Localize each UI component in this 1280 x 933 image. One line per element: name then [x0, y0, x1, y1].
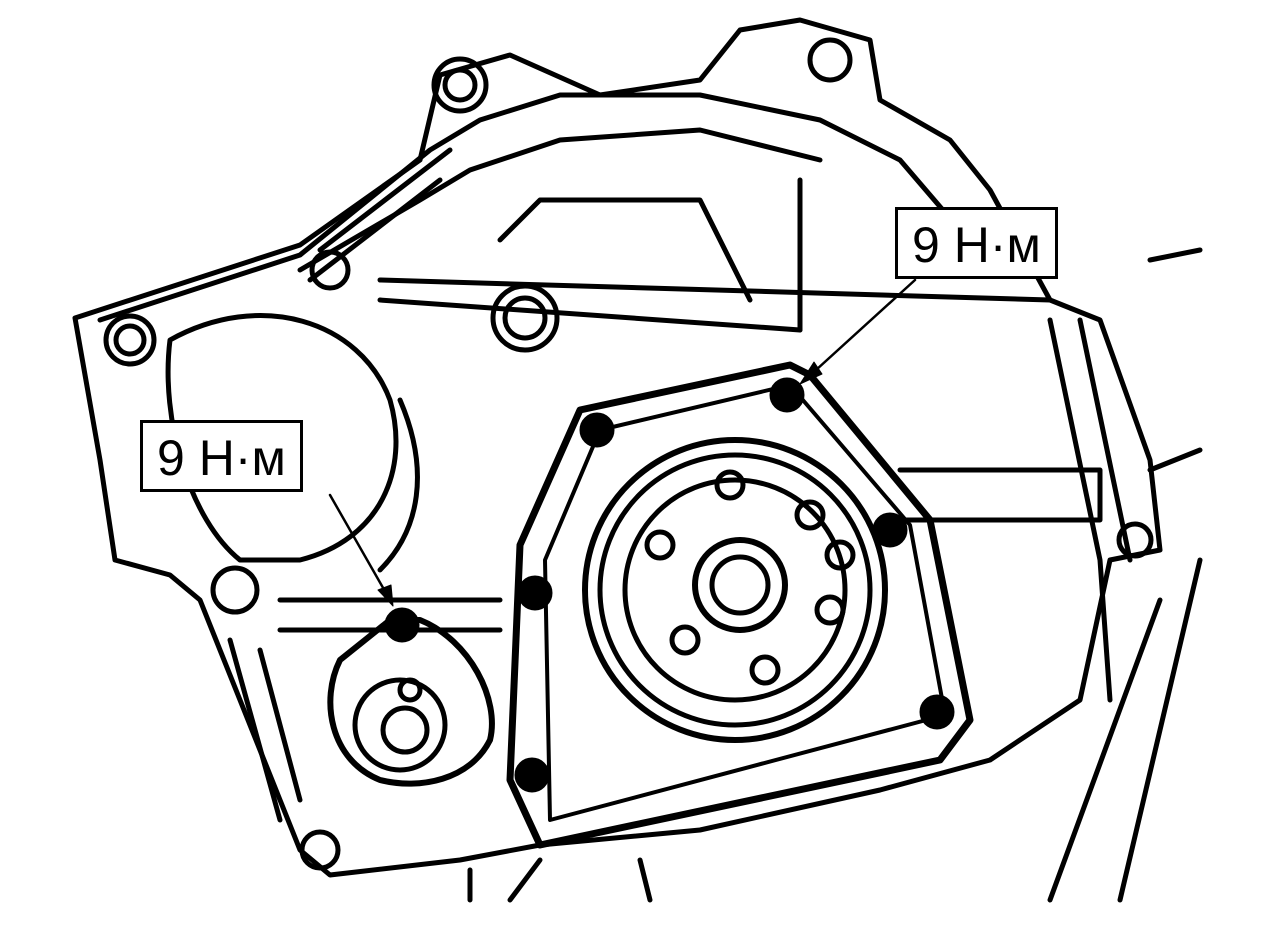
- crank-seal-mid: [597, 452, 873, 728]
- pulley-hole-1: [714, 469, 746, 501]
- pulley-hole-6: [669, 624, 701, 656]
- pump-rotor: [352, 677, 448, 773]
- seal-retainer: [506, 361, 974, 849]
- arrowhead-left: [377, 584, 394, 607]
- boss-right: [1116, 521, 1154, 559]
- pump-shaft-top: [397, 677, 423, 703]
- bolt-1: [579, 412, 615, 448]
- bolt-group: [384, 377, 955, 793]
- boss-mid-inner: [502, 295, 548, 341]
- rib-3: [497, 197, 753, 303]
- crank-seal-face: [622, 477, 848, 703]
- torque-callout-left: 9 Н·м: [140, 420, 303, 492]
- pulley-hole-5: [749, 654, 781, 686]
- block-bottom-lines: [467, 857, 653, 903]
- pump-shaft: [380, 705, 430, 755]
- boss-left-inner: [113, 323, 147, 357]
- boss-top-left: [431, 56, 489, 114]
- boss-left: [103, 313, 157, 367]
- pulley-hole-7: [644, 529, 676, 561]
- left-pocket-inner: [377, 397, 420, 573]
- crank-seal-outer: [582, 437, 888, 743]
- boss-top-right: [807, 37, 853, 83]
- pulley-hole-2: [794, 499, 826, 531]
- pulley-hole-4: [814, 594, 846, 626]
- cover-arm-left: [97, 92, 963, 323]
- bolt-7: [384, 607, 420, 643]
- block-right-lines: [1047, 247, 1203, 903]
- crank-hub: [692, 537, 788, 633]
- rib-5: [897, 467, 1103, 523]
- leader-top: [803, 278, 917, 382]
- bolt-3: [872, 512, 908, 548]
- leader-left: [328, 493, 392, 602]
- rib-7: [227, 637, 303, 823]
- bolt-2: [769, 377, 805, 413]
- pump-housing: [327, 617, 495, 787]
- arrowhead-top: [799, 361, 823, 385]
- boss-slot: [309, 249, 351, 291]
- rib-2: [377, 297, 803, 333]
- callout-leaders: [328, 278, 917, 602]
- bolt-6: [514, 757, 550, 793]
- bolt-5: [517, 575, 553, 611]
- boss-lower-left: [210, 565, 260, 615]
- callout-arrowheads: [377, 361, 823, 607]
- crank-hub-inner: [709, 554, 771, 616]
- pulley-hole-3: [824, 539, 856, 571]
- rib-1: [377, 277, 1053, 303]
- torque-callout-top: 9 Н·м: [895, 207, 1058, 279]
- cover-slot: [307, 147, 453, 283]
- bolt-4: [919, 694, 955, 730]
- boss-bottom-left: [299, 829, 341, 871]
- boss-top-left-inner: [442, 67, 478, 103]
